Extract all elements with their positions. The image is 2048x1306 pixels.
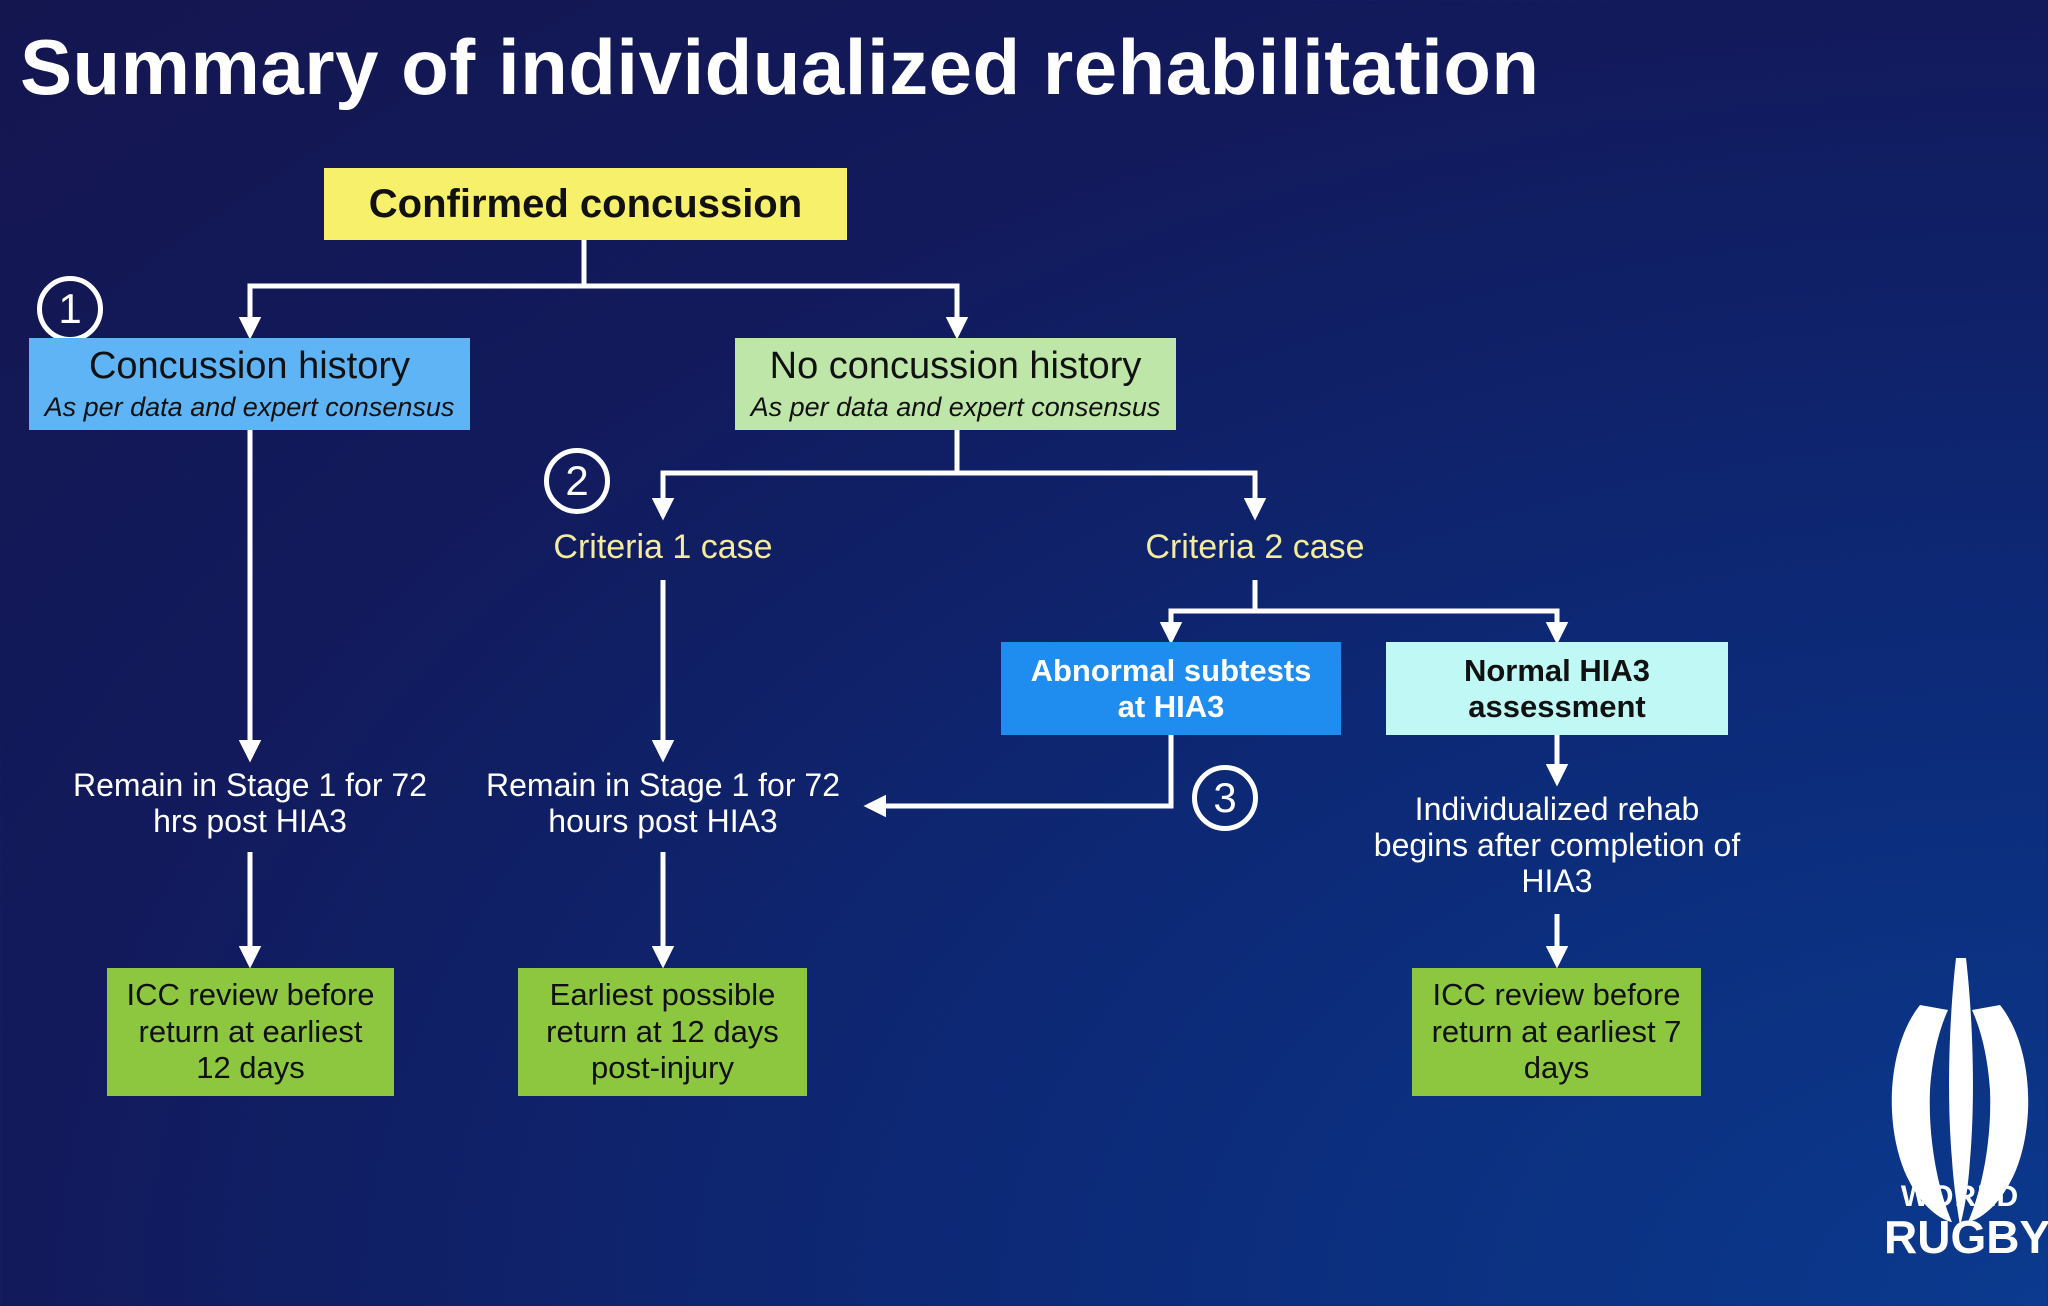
connector-abnormal-remain bbox=[863, 735, 1174, 818]
connector-confirmed-split bbox=[238, 240, 587, 340]
step-badge-2: 2 bbox=[544, 448, 610, 514]
connector-confirmed-right bbox=[584, 283, 969, 340]
confirmed-concussion-box: Confirmed concussion bbox=[324, 168, 847, 240]
icc-review-7-label: ICC review before return at earliest 7 d… bbox=[1431, 977, 1682, 1086]
criteria-1-label: Criteria 1 case bbox=[553, 528, 773, 566]
concussion-history-box: Concussion history As per data and exper… bbox=[29, 338, 470, 430]
page-title: Summary of individualized rehabilitation bbox=[20, 23, 1540, 111]
normal-hia3-label: Normal HIA3 assessment bbox=[1463, 652, 1651, 724]
no-concussion-history-box: No concussion history As per data and ex… bbox=[735, 338, 1176, 430]
abnormal-subtests-box: Abnormal subtests at HIA3 bbox=[1001, 642, 1341, 735]
earliest-return-12-box: Earliest possible return at 12 days post… bbox=[518, 968, 807, 1096]
remain-stage1-criteria1-text: Remain in Stage 1 for 72 hours post HIA3 bbox=[486, 767, 840, 839]
normal-hia3-box: Normal HIA3 assessment bbox=[1386, 642, 1728, 735]
no-concussion-history-title: No concussion history bbox=[769, 344, 1142, 387]
concussion-history-sub: As per data and expert consensus bbox=[44, 392, 455, 423]
individualized-rehab-text: Individualized rehab begins after comple… bbox=[1373, 791, 1741, 899]
criteria-2-label: Criteria 2 case bbox=[1145, 528, 1365, 566]
earliest-return-12-label: Earliest possible return at 12 days post… bbox=[546, 977, 779, 1086]
world-rugby-logo-line1: WORLD bbox=[1900, 1180, 2020, 1213]
no-concussion-history-sub: As per data and expert consensus bbox=[750, 392, 1161, 423]
connector-criteria2-right bbox=[1255, 608, 1569, 645]
world-rugby-logo-line2: RUGBY bbox=[1884, 1211, 2048, 1263]
step-badge-1: 1 bbox=[37, 276, 103, 342]
icc-review-7-box: ICC review before return at earliest 7 d… bbox=[1412, 968, 1701, 1096]
abnormal-subtests-label: Abnormal subtests at HIA3 bbox=[1030, 652, 1312, 724]
connector-criteria2-split bbox=[1159, 580, 1258, 645]
step-badge-3: 3 bbox=[1192, 765, 1258, 831]
concussion-history-title: Concussion history bbox=[88, 344, 411, 387]
connector-nohistory-right bbox=[957, 470, 1267, 521]
connector-nohistory-split bbox=[651, 430, 960, 521]
remain-stage1-history-text: Remain in Stage 1 for 72 hrs post HIA3 bbox=[73, 767, 427, 839]
icc-review-12-label: ICC review before return at earliest 12 … bbox=[126, 977, 375, 1086]
icc-review-12-box: ICC review before return at earliest 12 … bbox=[107, 968, 394, 1096]
confirmed-concussion-label: Confirmed concussion bbox=[368, 181, 803, 226]
world-rugby-logo-icon bbox=[1891, 958, 2029, 1226]
